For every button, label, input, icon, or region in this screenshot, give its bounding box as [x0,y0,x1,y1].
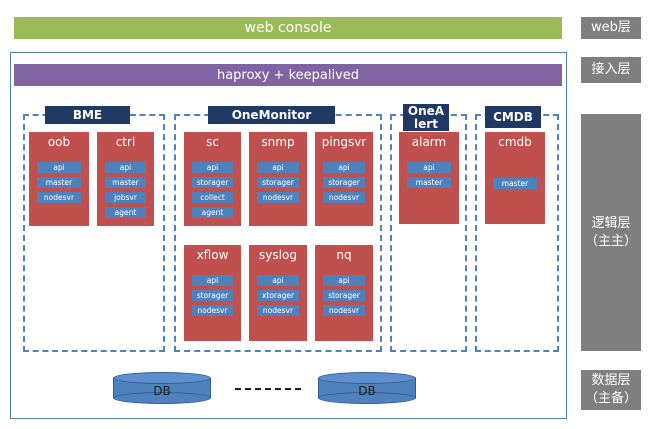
web-console-bar: web console [14,17,562,39]
service-pingsvr-title: pingsvr [321,135,367,149]
db-right: DB [318,372,416,404]
group-cmdb-header: CMDB [485,106,541,128]
service-nq: nq api storager nodesvr [315,245,373,341]
service-oob-title: oob [47,135,71,149]
service-alarm-title: alarm [411,135,447,149]
service-ctrl-title: ctrl [115,135,136,149]
component-chip-snmp-2: nodesvr [257,192,299,203]
layer-label-data-line2: （主备） [584,391,637,406]
service-ctrl: ctrl api master jobsvr agent [97,132,154,226]
component-chip-snmp-0: api [257,162,299,173]
service-nq-title: nq [336,248,352,262]
component-chip-oob-1: master [37,177,81,188]
group-onealert-header-line2: lert [414,116,438,131]
haproxy-bar: haproxy + keepalived [14,64,562,86]
component-chip-ctrl-1: master [105,177,146,188]
db-right-bottom [318,392,416,404]
db-right-label: DB [358,384,376,398]
layer-label-web: web层 [581,17,641,39]
service-syslog: syslog api xtorager nodesvr [249,245,307,341]
service-xflow-title: xflow [196,248,229,262]
component-chip-nq-2: nodesvr [323,305,365,316]
component-chip-nq-1: storager [323,290,365,301]
group-onemonitor-header: OneMonitor [208,106,335,124]
service-pingsvr: pingsvr api storager nodesvr [315,132,373,226]
db-left-top [113,372,211,384]
component-chip-sc-0: api [192,162,233,173]
layer-label-access-text: 接入层 [591,62,631,77]
layer-label-logic-line1: 逻辑层 [591,215,631,231]
component-chip-alarm-0: api [407,162,451,173]
service-cmdb-title: cmdb [498,135,532,149]
component-chip-alarm-1: master [407,177,451,188]
component-chip-pingsvr-0: api [323,162,365,173]
component-chip-snmp-1: storager [257,177,299,188]
component-chip-nq-0: api [323,275,365,286]
service-snmp-title: snmp [261,135,295,149]
component-chip-xflow-1: storager [192,290,233,301]
service-xflow: xflow api storager nodesvr [184,245,241,341]
component-chip-cmdb-0: master [493,178,537,189]
service-sc-title: sc [206,135,219,149]
group-bme-header: BME [45,106,130,124]
component-chip-ctrl-2: jobsvr [105,192,146,203]
service-snmp: snmp api storager nodesvr [249,132,307,226]
service-alarm: alarm api master [399,132,459,224]
component-chip-pingsvr-2: nodesvr [323,192,365,203]
db-left-bottom [113,392,211,404]
component-chip-syslog-0: api [257,275,299,286]
component-chip-syslog-1: xtorager [257,290,299,301]
service-syslog-title: syslog [259,248,297,262]
layer-label-logic: 逻辑层 （主主） [581,114,641,351]
service-cmdb: cmdb master [485,132,545,224]
component-chip-pingsvr-1: storager [323,177,365,188]
layer-label-logic-line2: （主主） [584,233,637,249]
component-chip-ctrl-3: agent [105,207,146,218]
group-onealert-header: OneA lert [403,104,449,131]
component-chip-syslog-2: nodesvr [257,305,299,316]
service-sc: sc api storager collect agent [184,132,241,226]
db-connector-dashed [235,388,301,390]
layer-label-web-text: web层 [591,20,631,35]
component-chip-ctrl-0: api [105,162,146,173]
component-chip-sc-1: storager [192,177,233,188]
service-oob: oob api master nodesvr [29,132,89,226]
layer-label-data-line1: 数据层 [591,373,631,388]
layer-label-access: 接入层 [581,57,641,83]
db-right-top [318,372,416,384]
component-chip-sc-3: agent [192,207,233,218]
db-left: DB [113,372,211,404]
group-onealert-header-line1: OneA [407,103,445,118]
system-frame [10,52,567,419]
component-chip-oob-2: nodesvr [37,192,81,203]
component-chip-xflow-2: nodesvr [192,305,233,316]
component-chip-oob-0: api [37,162,81,173]
component-chip-sc-2: collect [192,192,233,203]
component-chip-xflow-0: api [192,275,233,286]
db-left-label: DB [153,384,171,398]
layer-label-data: 数据层 （主备） [581,370,641,410]
